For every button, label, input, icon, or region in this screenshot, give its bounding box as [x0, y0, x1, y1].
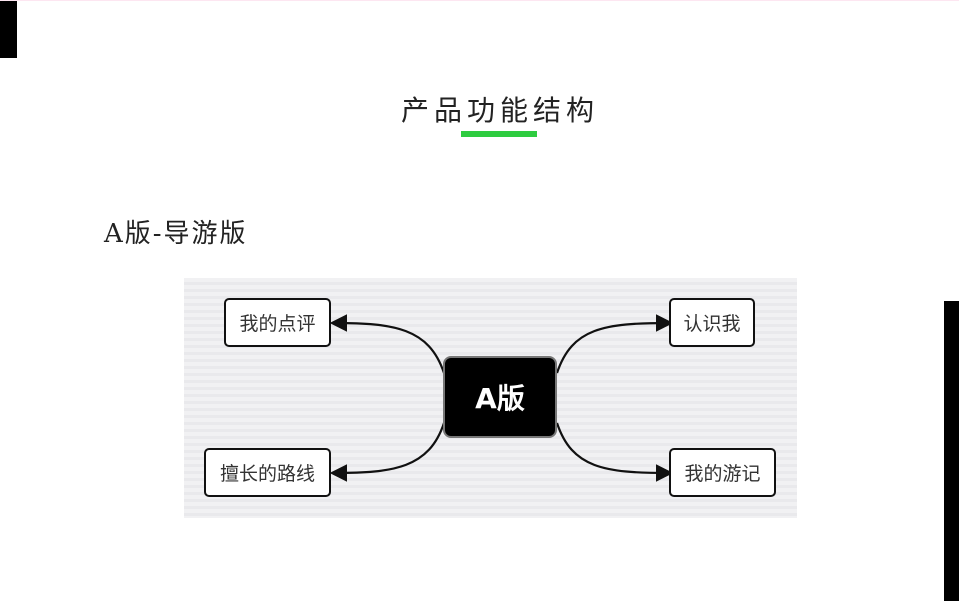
connector-top-right: [555, 314, 674, 374]
connector-bottom-left: [329, 422, 446, 482]
mind-map: A版 我的点评 擅长的路线 认识我 我的游记: [184, 278, 797, 518]
node-about-me: 认识我: [669, 298, 755, 347]
right-decor-bar: [944, 301, 959, 601]
node-skilled-routes: 擅长的路线: [204, 448, 331, 497]
left-decor-bar: [0, 1, 17, 58]
title-underline: [461, 131, 537, 137]
center-node: A版: [443, 356, 557, 438]
node-my-travelogue: 我的游记: [669, 448, 776, 497]
connector-bottom-right: [555, 422, 674, 482]
node-my-reviews: 我的点评: [224, 298, 331, 347]
page-title: 产品功能结构: [400, 94, 599, 127]
connector-top-left: [329, 314, 446, 374]
section-subtitle: A版-导游版: [104, 219, 248, 249]
connectors: [329, 314, 674, 482]
